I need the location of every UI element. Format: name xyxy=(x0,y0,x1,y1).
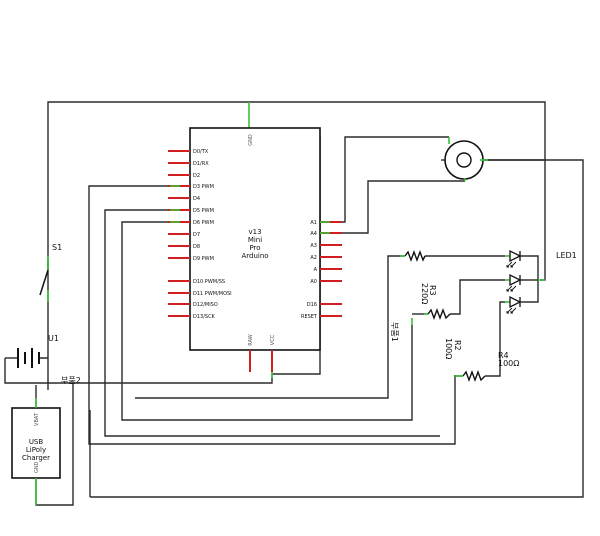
arduino-pin-label: D11 PWM/MOSI xyxy=(193,291,232,297)
arduino-title-line: Mini xyxy=(248,236,262,244)
led-diodes xyxy=(505,249,531,314)
junctions xyxy=(170,185,545,378)
arduino-pin-label: D1/RX xyxy=(193,161,209,167)
led-label: LED1 xyxy=(556,251,577,260)
arduino-title-line: v13 xyxy=(248,228,261,236)
buzzer-center xyxy=(456,152,472,168)
arduino-body xyxy=(189,127,321,351)
arduino-pin-label: A2 xyxy=(310,255,317,261)
arduino-pin-label: D7 xyxy=(193,232,200,238)
arduino-pin-label: A0 xyxy=(310,279,317,285)
resistor-r3: R3 220Ω xyxy=(400,250,437,304)
battery-u1: U1 부품2 xyxy=(17,334,81,385)
arduino-pin-label: RESET xyxy=(301,314,318,320)
led-diode xyxy=(505,273,531,292)
arduino-pin-label: D8 xyxy=(193,244,200,250)
charger-title-line: LiPoly xyxy=(26,446,46,454)
charger-title-line: Charger xyxy=(22,454,50,462)
arduino-pin-label: D4 xyxy=(193,196,200,202)
arduino-pin-label: D5 PWM xyxy=(193,208,214,214)
led-diode xyxy=(505,249,531,268)
part1-label: 부품1 xyxy=(390,322,399,342)
switch-label: S1 xyxy=(52,243,62,252)
arduino-pin-label: D16 xyxy=(307,302,317,308)
arduino-raw-label: RAW xyxy=(248,334,254,345)
charger-vbat-label: VBAT xyxy=(34,412,40,426)
led-diode xyxy=(505,295,531,314)
arduino-pin-label: A3 xyxy=(310,243,317,249)
arduino-title-line: Pro xyxy=(249,244,260,252)
arduino-title-line: Arduino xyxy=(241,252,268,260)
r2-value: 100Ω xyxy=(444,338,453,359)
arduino-pin-label: D2 xyxy=(193,173,200,179)
arduino-vcc-label: VCC xyxy=(270,334,276,345)
arduino-pin-label: D10 PWM/SS xyxy=(193,279,225,285)
arduino-pin-label: D13/SCK xyxy=(193,314,216,320)
charger-gnd-label: GND xyxy=(34,461,40,473)
arduino-pin-label: D12/MISO xyxy=(193,302,218,308)
r4-name: R4 xyxy=(498,351,509,360)
piezo-buzzer xyxy=(441,137,488,181)
charger-title-line: USB xyxy=(29,438,44,446)
r3-value: 220Ω xyxy=(420,283,429,304)
rgb-led: LED1 xyxy=(505,249,577,314)
arduino-pin-label: A4 xyxy=(310,231,317,237)
arduino-pin-label: A1 xyxy=(310,220,317,226)
arduino-pin-label: A xyxy=(314,267,318,273)
battery-label: U1 xyxy=(48,334,59,343)
arduino-pin-label: D3 PWM xyxy=(193,184,214,190)
arduino-pin-label: D0/TX xyxy=(193,149,209,155)
r2-name: R2 xyxy=(453,340,462,351)
resistor-r2: R2 100Ω xyxy=(424,308,462,359)
r4-value: 100Ω xyxy=(498,359,519,368)
arduino-pin-label: D9 PWM xyxy=(193,256,214,262)
arduino-pin-label: D6 PWM xyxy=(193,220,214,226)
battery-net-label: 부품2 xyxy=(61,376,81,385)
switch-s1: S1 xyxy=(39,243,62,302)
r3-name: R3 xyxy=(428,285,437,296)
charger-body xyxy=(11,407,61,479)
arduino-gnd-label: GND xyxy=(248,134,254,146)
